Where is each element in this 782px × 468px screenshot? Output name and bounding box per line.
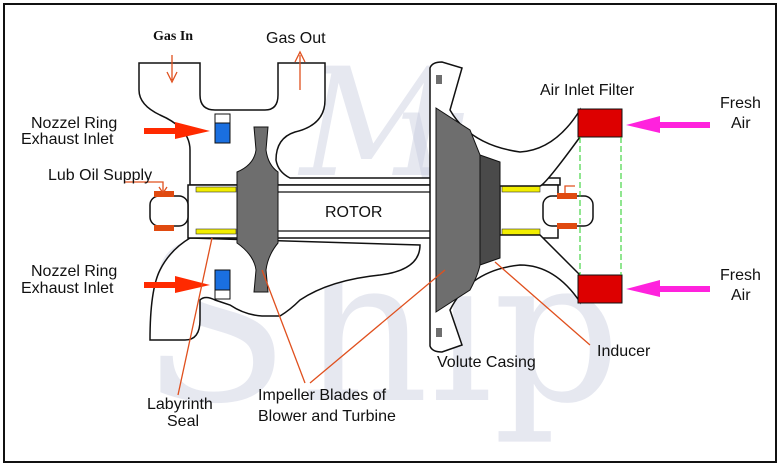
labyrinth-seal [501, 185, 541, 193]
label-lub-oil: Lub Oil Supply [48, 167, 152, 184]
labyrinth-seal [195, 228, 237, 235]
label-fresh-air-bottom: Air [731, 287, 751, 304]
inducer-wheel [479, 154, 501, 266]
label-nozzle-top: Nozzel Ring [31, 115, 117, 132]
label-fresh-air-top: Air [731, 115, 751, 132]
label-volute: Volute Casing [437, 354, 536, 371]
bearing-pad [557, 193, 577, 199]
volute-bolt [436, 75, 442, 84]
label-labyrinth: Labyrinth [147, 396, 213, 413]
fresh-air-arrow-bottom [626, 280, 710, 297]
nozzle-ring [214, 269, 231, 291]
turbine-wheel [236, 126, 279, 293]
label-labyrinth: Seal [167, 413, 199, 430]
gas-in-arrow [166, 55, 178, 84]
labyrinth-leader [177, 237, 213, 396]
labyrinth-seal [501, 228, 541, 236]
rotor-shaft [278, 191, 440, 232]
label-nozzle-top: Exhaust Inlet [21, 131, 114, 148]
lub-oil-arrow-right [564, 185, 575, 193]
nozzle-ring [214, 122, 231, 144]
exhaust-inlet-arrow-bottom [144, 276, 210, 293]
exhaust-inlet-arrow-top [144, 122, 210, 139]
impeller-leader [261, 269, 306, 384]
label-fresh-air-top: Fresh [720, 95, 761, 112]
label-gas-out: Gas Out [266, 30, 326, 47]
gas-out-arrow [294, 50, 306, 90]
bearing-pad [557, 223, 577, 229]
label-impeller: Blower and Turbine [258, 408, 396, 425]
bearing-pad [154, 225, 174, 231]
labyrinth-seal [195, 186, 237, 193]
label-rotor: ROTOR [325, 204, 382, 221]
air-inlet-filter [577, 274, 623, 304]
lub-oil-arrow [124, 181, 168, 195]
bearing-left [149, 195, 189, 227]
impeller-leader [309, 269, 446, 384]
nozzle-ring [214, 113, 231, 124]
label-impeller: Impeller Blades of [258, 387, 387, 404]
volute-bolt [436, 328, 442, 337]
label-fresh-air-bottom: Fresh [720, 267, 761, 284]
air-inlet-filter [577, 108, 623, 138]
fresh-air-arrow-top [626, 116, 710, 133]
turbine-casing-bottom [149, 237, 421, 341]
compressor-impeller [435, 107, 481, 313]
filter-element [579, 137, 622, 275]
label-nozzle-bottom: Nozzel Ring [31, 263, 117, 280]
bearing-pad [154, 191, 174, 197]
inducer-leader [494, 261, 591, 346]
label-air-filter: Air Inlet Filter [540, 82, 635, 99]
bearing-right [542, 195, 594, 227]
nozzle-ring [214, 289, 231, 300]
turbine-casing-top [138, 62, 561, 186]
label-inducer: Inducer [597, 343, 651, 360]
label-nozzle-bottom: Exhaust Inlet [21, 280, 114, 297]
label-gas-in: Gas In [153, 29, 193, 44]
